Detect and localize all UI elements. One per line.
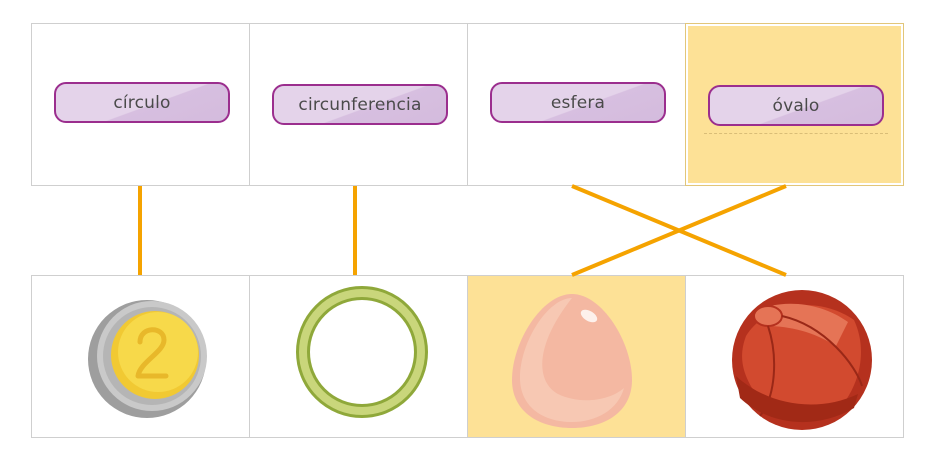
word-card-circulo[interactable]: círculo — [31, 23, 250, 186]
word-card-circunferencia[interactable]: circunferencia — [249, 23, 468, 186]
word-label: esfera — [550, 92, 606, 113]
ring-icon — [296, 286, 428, 418]
connector-ovalo-egg — [571, 184, 787, 277]
coin-icon — [88, 300, 207, 418]
word-label: circunferencia — [298, 94, 422, 115]
word-card-ovalo[interactable]: óvalo — [685, 23, 904, 186]
word-label: círculo — [113, 92, 171, 113]
connector-esfera-ball — [571, 184, 787, 277]
word-pill-esfera[interactable]: esfera — [490, 82, 666, 123]
drop-guide — [704, 133, 888, 134]
word-pill-circunferencia[interactable]: circunferencia — [272, 84, 448, 125]
word-pill-circulo[interactable]: círculo — [54, 82, 230, 123]
egg-icon — [512, 294, 632, 428]
word-pill-ovalo[interactable]: óvalo — [708, 85, 884, 126]
image-card-ball[interactable] — [685, 275, 904, 438]
image-card-ring[interactable] — [249, 275, 468, 438]
word-card-esfera[interactable]: esfera — [467, 23, 686, 186]
image-card-egg[interactable] — [467, 275, 686, 438]
image-card-coin[interactable] — [31, 275, 250, 438]
word-label: óvalo — [772, 95, 820, 116]
ball-icon — [732, 290, 872, 430]
